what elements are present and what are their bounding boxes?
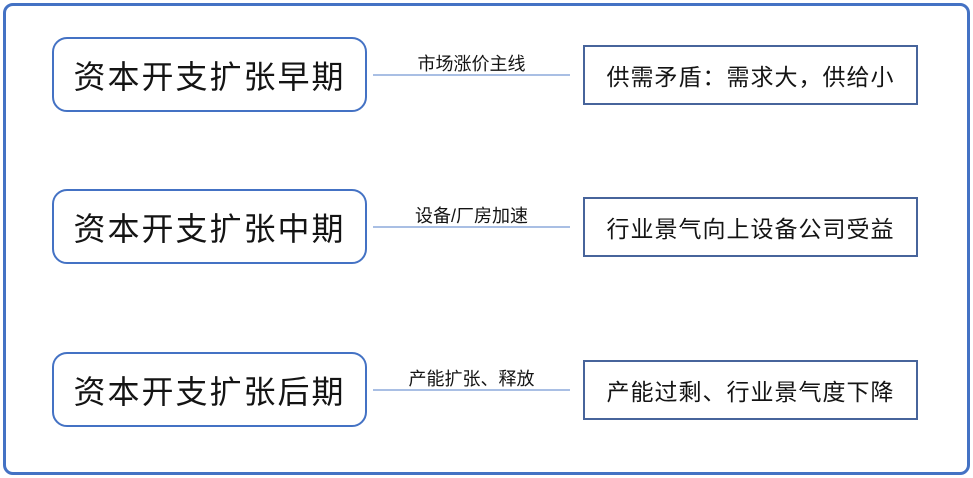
result-label: 供需矛盾：需求大，供给小 — [606, 64, 895, 90]
stage-label: 资本开支扩张中期 — [73, 210, 346, 247]
stage-box-mid: 资本开支扩张中期 — [52, 189, 367, 264]
stage-label: 资本开支扩张早期 — [73, 58, 346, 95]
connector-label: 产能扩张、释放 — [408, 369, 535, 389]
connector-label: 市场涨价主线 — [417, 54, 526, 74]
flow-row-mid: 资本开支扩张中期 设备/厂房加速 行业景气向上设备公司受益 — [0, 189, 973, 269]
stage-box-early: 资本开支扩张早期 — [52, 37, 367, 112]
result-box-late: 产能过剩、行业景气度下降 — [583, 360, 918, 420]
result-label: 行业景气向上设备公司受益 — [606, 216, 895, 242]
connector-line — [373, 389, 570, 391]
result-box-early: 供需矛盾：需求大，供给小 — [583, 45, 918, 105]
connector-line — [373, 74, 570, 76]
result-label: 产能过剩、行业景气度下降 — [606, 379, 895, 405]
stage-box-late: 资本开支扩张后期 — [52, 352, 367, 427]
result-box-mid: 行业景气向上设备公司受益 — [583, 197, 918, 257]
flow-row-early: 资本开支扩张早期 市场涨价主线 供需矛盾：需求大，供给小 — [0, 37, 973, 117]
stage-label: 资本开支扩张后期 — [73, 373, 346, 410]
connector-line — [373, 226, 570, 228]
connector-label: 设备/厂房加速 — [414, 206, 528, 226]
flow-row-late: 资本开支扩张后期 产能扩张、释放 产能过剩、行业景气度下降 — [0, 352, 973, 432]
